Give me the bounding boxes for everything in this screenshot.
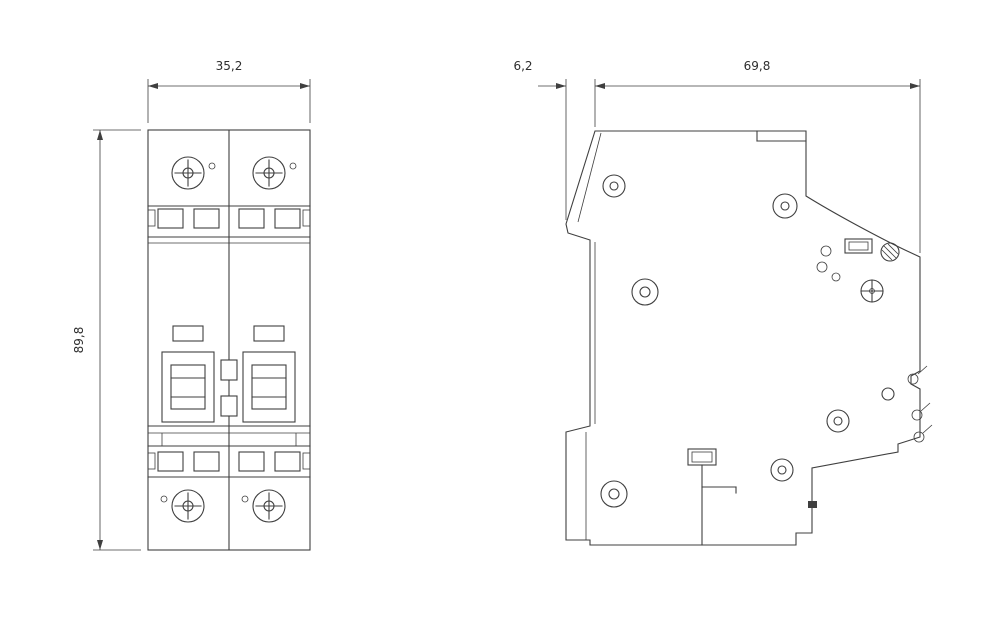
- side-clip-depth-dimension: 6,2: [513, 59, 567, 220]
- side-rivets: [600, 174, 895, 508]
- front-width-dimension-label: 35,2: [216, 59, 243, 73]
- dimensions: 35,2 89,8 6,2: [72, 59, 921, 551]
- side-view: [565, 130, 933, 546]
- front-bottom-terminal-clamps: [147, 451, 311, 478]
- front-height-dimension: 89,8: [72, 129, 141, 551]
- handle-tie-lower: [220, 395, 238, 417]
- front-label-windows: [172, 325, 285, 342]
- front-slant-inner-line: [577, 132, 602, 223]
- front-height-dimension-label: 89,8: [72, 327, 86, 354]
- side-profile-outline: [565, 130, 921, 546]
- front-view: [147, 129, 311, 551]
- handle-tie-upper: [220, 359, 238, 381]
- latch-detail: [907, 365, 933, 443]
- front-toggle-switches: [161, 351, 296, 423]
- front-width-dimension: 35,2: [147, 59, 311, 123]
- upper-component-window: [844, 238, 873, 254]
- front-top-screws: [171, 156, 297, 190]
- side-clip-depth-dimension-label: 6,2: [513, 59, 532, 73]
- hatched-screw: [880, 242, 900, 262]
- front-top-terminal-clamps: [147, 205, 311, 244]
- side-body-depth-dimension: 69,8: [594, 59, 921, 253]
- front-bottom-screws: [160, 489, 286, 523]
- cross-screw: [860, 279, 884, 303]
- front-din-band: [147, 425, 311, 447]
- side-body-depth-dimension-label: 69,8: [744, 59, 771, 73]
- catch-block: [808, 501, 817, 508]
- lower-component-window: [687, 448, 737, 546]
- side-hole-cluster: [816, 245, 841, 282]
